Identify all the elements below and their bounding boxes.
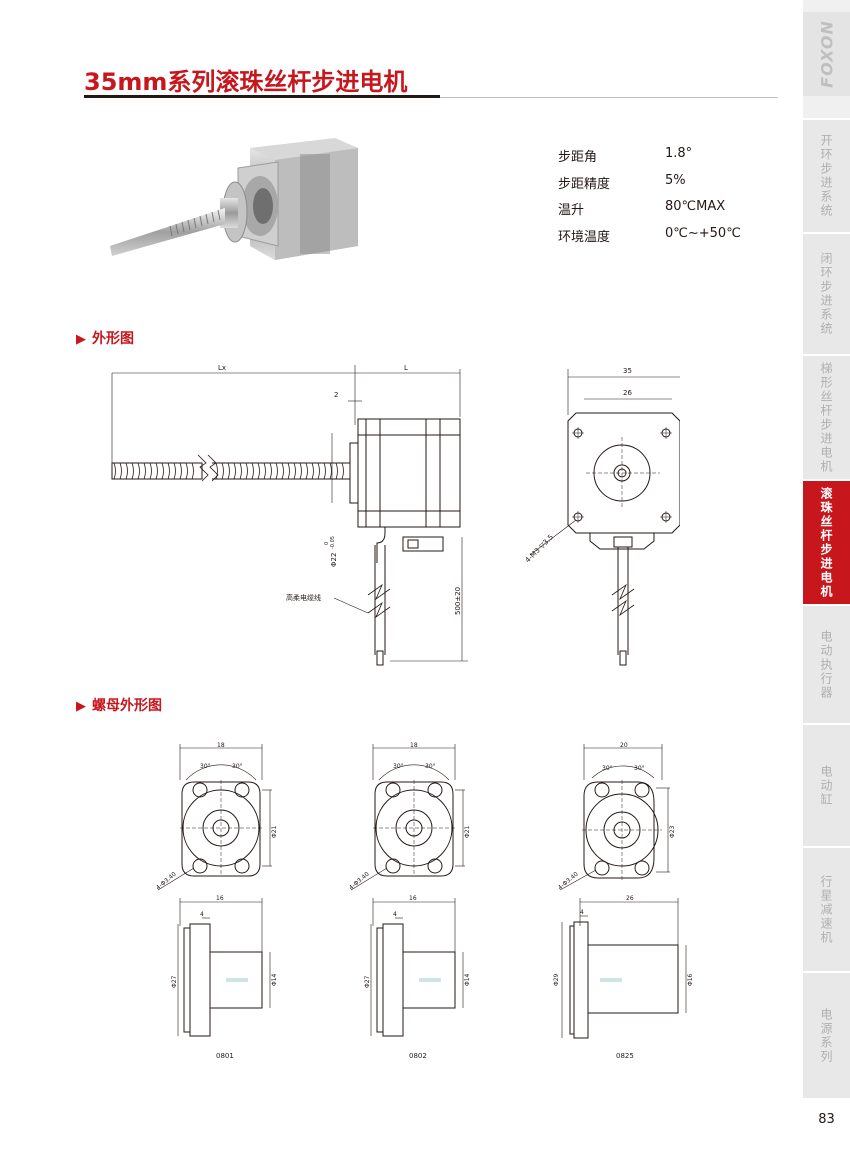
sidebar-item-ball-screw[interactable]: 滚珠丝杆步进电机 bbox=[803, 479, 850, 604]
nut-0802: 18 30° 30° Φ21 4-Φ3.40 16 4 Φ27 Φ14 0802 bbox=[343, 740, 483, 1065]
triangle-icon: ▶ bbox=[76, 699, 86, 714]
spec-value: 80℃MAX bbox=[665, 199, 726, 214]
spec-key: 步距精度 bbox=[558, 176, 611, 192]
section-outline-label: 外形图 bbox=[92, 331, 134, 347]
dim-shaft-tol-upper: 0 bbox=[324, 542, 330, 545]
page-number: 83 bbox=[818, 1112, 835, 1127]
nut-width: 18 bbox=[217, 742, 225, 749]
spec-value: 5% bbox=[665, 172, 686, 188]
dim-cable-length: 500±20 bbox=[454, 587, 462, 615]
sidebar-item-label: 电动执行器 bbox=[819, 629, 833, 700]
spec-key: 温升 bbox=[558, 203, 585, 218]
nut-pcd: Φ23 bbox=[669, 825, 676, 838]
nut-angle-2: 30° bbox=[232, 763, 243, 770]
nut-drawing: 18 30° 30° Φ21 4-Φ3.40 16 4 Φ27 Φ14 0801 bbox=[155, 742, 278, 1060]
sidebar-item-trapezoid-screw[interactable]: 梯形丝杆步进电机 bbox=[803, 354, 850, 479]
nut-flange-dia: Φ27 bbox=[171, 975, 178, 988]
spec-value: 0℃~+50℃ bbox=[665, 225, 741, 241]
nut-drawing: 20 30° 30° Φ23 4-Φ3.40 26 4 Φ29 Φ16 0825 bbox=[553, 742, 694, 1060]
sidebar-item-label: 行星减速机 bbox=[819, 874, 833, 945]
spec-value: 1.8° bbox=[665, 146, 693, 161]
sidebar-item-label: 梯形丝杆步进电机 bbox=[819, 361, 833, 474]
sidebar-item-closed-loop[interactable]: 闭环步进系统 bbox=[803, 232, 850, 354]
nut-body-dia: Φ16 bbox=[687, 973, 694, 986]
nut-angle-1: 30° bbox=[200, 763, 211, 770]
section-nut-label: 螺母外形图 bbox=[92, 698, 162, 714]
nut-body-dia: Φ14 bbox=[271, 973, 278, 986]
sidebar-item-open-loop[interactable]: 开环步进系统 bbox=[803, 118, 850, 232]
dim-lx: Lx bbox=[218, 364, 226, 372]
nut-0801: 18 30° 30° Φ21 4-Φ3.40 16 4 Φ27 Φ14 0801 bbox=[150, 740, 290, 1065]
nut-model: 0801 bbox=[216, 1052, 234, 1060]
sidebar-item-label: 滚珠丝杆步进电机 bbox=[819, 486, 833, 599]
nut-holes: 4-Φ3.40 bbox=[348, 871, 371, 892]
nut-flange: 4 bbox=[393, 911, 397, 918]
sidebar-item-label: 开环步进系统 bbox=[819, 134, 833, 218]
dim-26: 26 bbox=[623, 389, 632, 397]
sidebar-item-label: 电动缸 bbox=[819, 764, 833, 807]
nut-0825: 20 30° 30° Φ23 4-Φ3.40 26 4 Φ29 Φ16 0825 bbox=[550, 740, 700, 1065]
nut-width: 20 bbox=[620, 742, 628, 749]
spec-row: 步距角 1.8° bbox=[558, 146, 741, 173]
section-outline-heading: ▶ 外形图 bbox=[76, 328, 134, 348]
nut-angle-1: 30° bbox=[602, 765, 613, 772]
dim-2: 2 bbox=[334, 391, 338, 399]
nut-flange: 4 bbox=[580, 909, 584, 916]
title-rule bbox=[440, 97, 778, 98]
brand-text: FOXON bbox=[817, 20, 836, 88]
spec-table: 步距角 1.8° 步距精度 5% 温升 80℃MAX 环境温度 0℃~+50℃ bbox=[558, 146, 741, 252]
nut-length: 26 bbox=[626, 895, 634, 902]
outline-drawing: Lx L 2 500±20 高柔电缆线 Φ22 0 -0.05 35 26 bbox=[111, 364, 680, 666]
triangle-icon: ▶ bbox=[76, 332, 86, 347]
sidebar-item-cylinder[interactable]: 电动缸 bbox=[803, 723, 850, 846]
spec-key: 步距角 bbox=[558, 150, 598, 165]
nut-pcd: Φ21 bbox=[464, 825, 471, 838]
brand-logo: FOXON bbox=[803, 12, 850, 96]
cable-label: 高柔电缆线 bbox=[286, 593, 321, 602]
nut-drawing: 18 30° 30° Φ21 4-Φ3.40 16 4 Φ27 Φ14 0802 bbox=[348, 742, 471, 1060]
product-photo bbox=[110, 138, 358, 260]
nut-flange-dia: Φ27 bbox=[364, 975, 371, 988]
nut-length: 16 bbox=[409, 895, 417, 902]
nut-model: 0802 bbox=[409, 1052, 427, 1060]
dim-l: L bbox=[404, 364, 408, 372]
nut-angle-2: 30° bbox=[634, 765, 645, 772]
spec-row: 环境温度 0℃~+50℃ bbox=[558, 226, 741, 253]
nut-length: 16 bbox=[216, 895, 224, 902]
nut-width: 18 bbox=[410, 742, 418, 749]
sidebar-item-label: 电源系列 bbox=[819, 1007, 833, 1064]
nut-holes: 4-Φ3.40 bbox=[155, 871, 178, 892]
dim-35: 35 bbox=[623, 367, 632, 375]
sidebar-item-power[interactable]: 电源系列 bbox=[803, 971, 850, 1098]
dim-shaft-tol-lower: -0.05 bbox=[330, 536, 336, 549]
spec-row: 温升 80℃MAX bbox=[558, 199, 741, 226]
nut-angle-2: 30° bbox=[425, 763, 436, 770]
nut-body-dia: Φ14 bbox=[464, 973, 471, 986]
nut-flange-dia: Φ29 bbox=[553, 973, 560, 986]
nut-angle-1: 30° bbox=[393, 763, 404, 770]
sidebar-item-gearbox[interactable]: 行星减速机 bbox=[803, 846, 850, 971]
dim-shaft-diameter: Φ22 bbox=[330, 553, 338, 567]
nut-model: 0825 bbox=[616, 1052, 634, 1060]
sidebar-item-label: 闭环步进系统 bbox=[819, 252, 833, 336]
nut-pcd: Φ21 bbox=[271, 825, 278, 838]
section-nut-heading: ▶ 螺母外形图 bbox=[76, 695, 162, 715]
sidebar-item-actuator[interactable]: 电动执行器 bbox=[803, 604, 850, 723]
page-title: 35mm系列滚珠丝杆步进电机 bbox=[84, 68, 408, 96]
spec-row: 步距精度 5% bbox=[558, 173, 741, 200]
mount-holes-label: 4-M3 ▽3.5 bbox=[524, 533, 555, 564]
nut-flange: 4 bbox=[200, 911, 204, 918]
title-underline bbox=[84, 95, 440, 98]
spec-key: 环境温度 bbox=[558, 229, 611, 245]
